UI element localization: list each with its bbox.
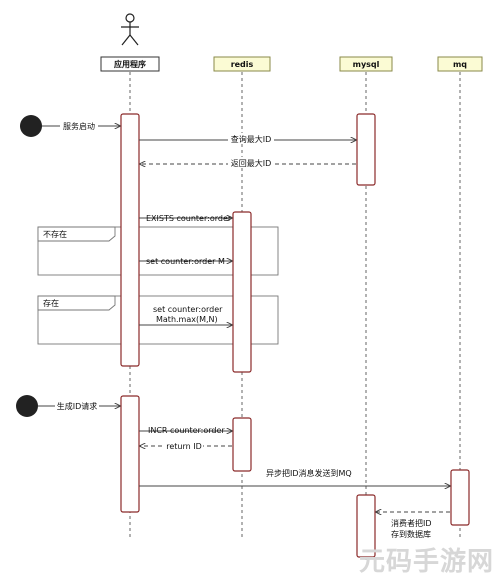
participant-label: redis [231, 60, 254, 69]
message-exists: EXISTS counter:order [139, 214, 232, 223]
participant-app: 应用程序 [100, 56, 160, 72]
start-label: 服务启动 [63, 121, 95, 131]
fragment-label: 不存在 [43, 229, 67, 239]
message-label: 消费者把ID [391, 518, 432, 528]
message-query-max-id: 查询最大ID [139, 133, 356, 144]
message-label: EXISTS counter:order [146, 214, 232, 223]
message-label: INCR counter:order [148, 426, 225, 435]
fragment-label: 存在 [43, 298, 59, 308]
participant-mq: mq [437, 56, 483, 72]
fragment-not-exists: 不存在 [37, 226, 279, 276]
activation-mysql-2 [356, 494, 376, 558]
activation-app-2 [120, 395, 140, 513]
start-label: 生成ID请求 [57, 401, 98, 411]
start-node-1: 服务启动 [20, 115, 120, 137]
message-label: 异步把ID消息发送到MQ [266, 468, 352, 478]
activation-redis-2 [232, 417, 252, 472]
message-return-max-id: 返回最大ID [140, 157, 356, 168]
message-label: set counter:order M [146, 257, 225, 266]
message-consumer-save: 消费者把ID 存到数据库 [376, 512, 450, 539]
participant-label: 应用程序 [114, 59, 146, 69]
fragment-exists: 存在 [37, 295, 279, 345]
message-incr: INCR counter:order [139, 426, 232, 435]
message-label: 返回最大ID [231, 158, 272, 168]
activation-mq-1 [450, 469, 470, 526]
watermark: 元码手游网 [358, 547, 494, 577]
message-label: 存到数据库 [391, 529, 431, 539]
activation-mysql-1 [356, 113, 376, 186]
message-label: Math.max(M,N) [156, 315, 218, 324]
activation-redis-1 [232, 211, 252, 373]
message-async-mq: 异步把ID消息发送到MQ [139, 468, 450, 486]
message-label: return ID [166, 442, 202, 451]
start-node-2: 生成ID请求 [16, 395, 120, 417]
participant-mysql: mysql [339, 56, 393, 72]
message-label: set counter:order [153, 305, 223, 314]
participant-label: mq [453, 60, 467, 69]
participant-label: mysql [353, 60, 380, 69]
participant-redis: redis [213, 56, 271, 72]
message-set-m: set counter:order M [139, 257, 232, 266]
message-set-max: set counter:order Math.max(M,N) [139, 305, 232, 325]
activation-app-1 [120, 113, 140, 367]
actor-icon [121, 13, 139, 46]
message-return-id: return ID [140, 440, 232, 451]
message-label: 查询最大ID [231, 134, 272, 144]
